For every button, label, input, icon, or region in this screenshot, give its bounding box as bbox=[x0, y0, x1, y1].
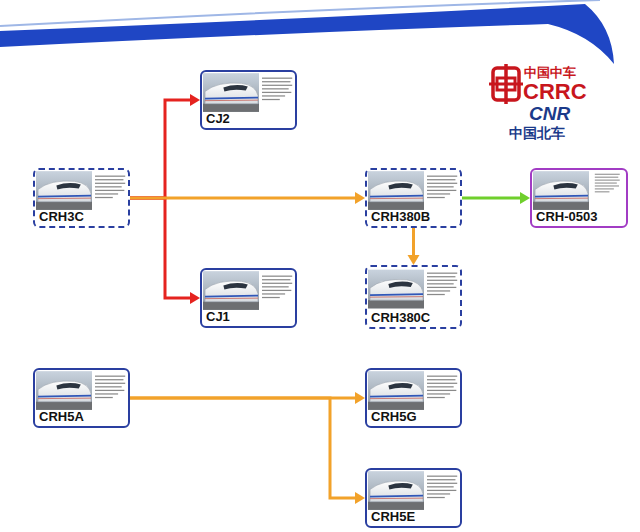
model-box: CRH3C bbox=[33, 168, 130, 228]
arrow-head bbox=[355, 492, 365, 504]
crrc-symbol bbox=[489, 64, 523, 104]
arrow-head bbox=[190, 292, 200, 304]
model-name: CJ1 bbox=[206, 309, 230, 324]
model-box: CRH5G bbox=[365, 368, 462, 428]
model-box: CRH5A bbox=[33, 368, 130, 428]
connector-line bbox=[130, 100, 190, 198]
arrow-head bbox=[520, 192, 530, 204]
arrow-head bbox=[408, 255, 420, 265]
brand-name: 中国中车 bbox=[524, 66, 576, 80]
evolution-arrow bbox=[462, 192, 530, 204]
model-box: CRH-0503 bbox=[530, 168, 628, 228]
connector-line bbox=[130, 197, 355, 200]
connector-line bbox=[130, 398, 355, 498]
evolution-arrow bbox=[408, 228, 420, 265]
brand-name: 中国北车 bbox=[509, 126, 565, 141]
train-photos bbox=[36, 73, 620, 510]
evolution-arrow bbox=[130, 398, 365, 504]
arrow-head bbox=[190, 94, 200, 106]
model-name: CRH-0503 bbox=[536, 209, 597, 224]
brand-logo: CNR bbox=[529, 104, 570, 125]
connector-line bbox=[130, 198, 190, 298]
brand-logo: CRRC bbox=[523, 80, 587, 104]
arrow-head bbox=[355, 192, 365, 204]
connector-line bbox=[412, 228, 415, 255]
swoosh-band bbox=[0, 4, 614, 64]
model-box: CRH380B bbox=[365, 168, 462, 228]
model-name: CRH5G bbox=[371, 409, 417, 424]
model-name: CRH380B bbox=[371, 209, 430, 224]
evolution-arrow bbox=[130, 192, 365, 204]
connector-line bbox=[462, 197, 520, 200]
evolution-arrow bbox=[130, 94, 200, 198]
model-box: CRH5E bbox=[365, 468, 462, 528]
model-name: CRH3C bbox=[39, 209, 84, 224]
model-box: CJ1 bbox=[200, 268, 297, 328]
model-name: CRH5E bbox=[371, 509, 415, 524]
evolution-arrow bbox=[130, 198, 200, 304]
model-name: CJ2 bbox=[206, 111, 230, 126]
arrow-head bbox=[355, 392, 365, 404]
model-box: CRH380C bbox=[365, 265, 462, 329]
model-box: CJ2 bbox=[200, 70, 297, 130]
model-name: CRH380C bbox=[371, 310, 430, 325]
model-name: CRH5A bbox=[39, 409, 84, 424]
